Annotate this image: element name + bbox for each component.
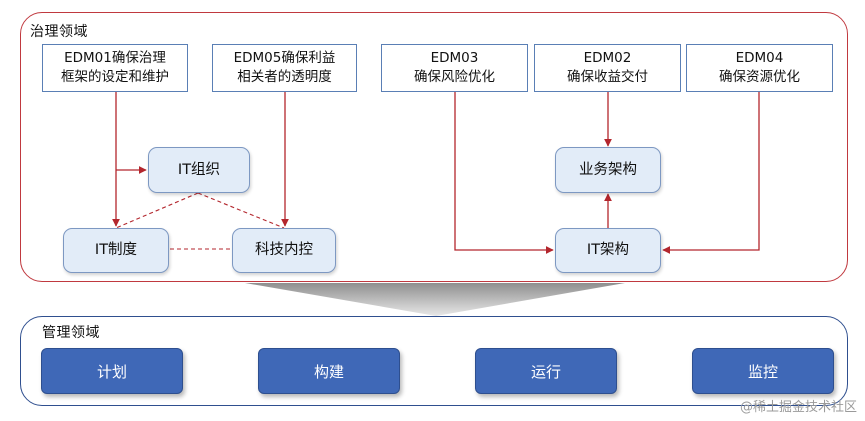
edm04-code: EDM04 <box>735 50 784 66</box>
arrow-edm03-to-it-arch <box>454 92 554 254</box>
edm02-code: EDM02 <box>583 50 632 66</box>
edm01-box: EDM01确保治理 框架的设定和维护 <box>42 44 188 92</box>
business-arch-node: 业务架构 <box>555 147 661 193</box>
plan-button[interactable]: 计划 <box>41 348 183 394</box>
run-button[interactable]: 运行 <box>475 348 617 394</box>
edm01-code: EDM01 <box>64 50 112 66</box>
management-title: 管理领域 <box>42 325 100 341</box>
edm05-text-b: 相关者的透明度 <box>237 69 332 85</box>
it-org-node: IT组织 <box>148 147 250 193</box>
edm04-box: EDM04 确保资源优化 <box>686 44 833 92</box>
dashed-it-org-to-tech-control <box>197 192 285 229</box>
edm05-text-a: 确保利益 <box>281 50 336 66</box>
edm01-text-a: 确保治理 <box>111 50 166 66</box>
it-policy-node: IT制度 <box>63 228 169 273</box>
tech-control-node: 科技内控 <box>232 228 336 273</box>
edm03-code: EDM03 <box>430 50 479 66</box>
edm05-code: EDM05 <box>233 50 282 66</box>
edm04-text: 确保资源优化 <box>719 69 800 85</box>
edm05-box: EDM05确保利益 相关者的透明度 <box>212 44 357 92</box>
watermark-text: @稀土掘金技术社区 <box>739 400 857 415</box>
edm03-box: EDM03 确保风险优化 <box>381 44 528 92</box>
governance-title: 治理领域 <box>30 24 88 40</box>
funnel-shape <box>245 283 625 316</box>
dashed-it-org-to-it-policy <box>115 192 199 229</box>
edm02-box: EDM02 确保收益交付 <box>534 44 681 92</box>
edm02-text: 确保收益交付 <box>567 69 648 85</box>
edm03-text: 确保风险优化 <box>414 69 495 85</box>
it-arch-node: IT架构 <box>555 228 661 273</box>
management-region <box>20 316 848 406</box>
edm01-text-b: 框架的设定和维护 <box>61 69 169 85</box>
monitor-button[interactable]: 监控 <box>692 348 834 394</box>
build-button[interactable]: 构建 <box>258 348 400 394</box>
governance-region <box>20 12 848 282</box>
arrow-edm04-to-it-arch <box>662 92 760 254</box>
